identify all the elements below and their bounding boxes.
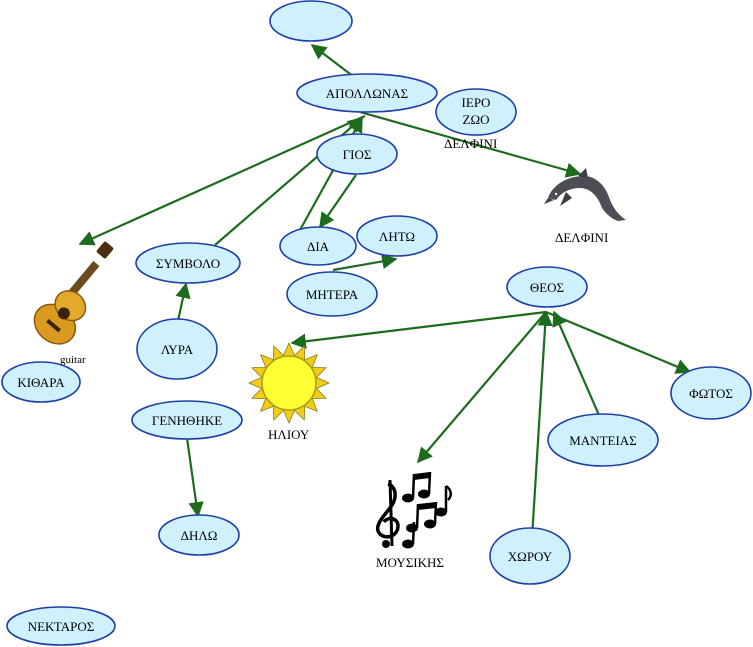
guitar-icon[interactable] — [26, 241, 114, 352]
node-gios-label: ΓΙΟΣ — [343, 147, 372, 162]
node-lito[interactable]: ΛΗΤΩ — [356, 215, 438, 257]
node-theos-label: ΘΕΟΣ — [530, 280, 564, 295]
node-nektaros[interactable]: ΝΕΚΤΑΡΟΣ — [6, 606, 116, 646]
node-iero-zoo-label-line1: ΙΕΡΟ — [462, 95, 491, 110]
edge-theos-fotos — [545, 310, 692, 374]
edge-chorou-theos — [530, 310, 553, 539]
node-lyra[interactable]: ΛΥΡΑ — [136, 318, 218, 380]
node-mitera[interactable]: ΜΗΤΕΡΑ — [286, 271, 378, 317]
node-genithike[interactable]: ΓΕΝΗΘΗΚΕ — [131, 400, 243, 440]
edges — [78, 44, 692, 539]
music-notes-icon[interactable] — [375, 471, 452, 549]
guitar-caption: guitar — [60, 354, 86, 366]
node-empty[interactable] — [269, 0, 353, 42]
node-dilo[interactable]: ΔΗΛΩ — [158, 514, 240, 556]
node-symvolo[interactable]: ΣΥΜΒΟΛΟ — [135, 242, 241, 284]
dolphin-caption: ΔΕΛΦΙΝΙ — [555, 230, 608, 245]
dolphin-icon[interactable] — [544, 168, 626, 221]
node-chorou-label: ΧΩΡΟΥ — [508, 549, 553, 564]
edge-theos-sun — [290, 310, 547, 349]
node-manteias[interactable]: ΜΑΝΤΕΙΑΣ — [547, 413, 659, 467]
edge-label-delfini: ΔΕΛΦΙΝΙ — [444, 136, 497, 151]
node-kithara-label: ΚΙΘΑΡΑ — [17, 375, 65, 390]
node-dilo-label: ΔΗΛΩ — [181, 528, 218, 543]
sun-icon[interactable] — [248, 342, 330, 424]
node-iero-zoo[interactable]: ΙΕΡΟ ΖΩΟ — [435, 88, 517, 136]
node-theos[interactable]: ΘΕΟΣ — [506, 266, 588, 308]
edge-theos-music — [417, 311, 547, 464]
node-fotos[interactable]: ΦΩΤΟΣ — [670, 366, 752, 420]
node-genithike-label: ΓΕΝΗΘΗΚΕ — [152, 413, 222, 428]
node-symvolo-label: ΣΥΜΒΟΛΟ — [156, 256, 220, 271]
node-nektaros-label: ΝΕΚΤΑΡΟΣ — [28, 619, 95, 634]
node-manteias-label: ΜΑΝΤΕΙΑΣ — [569, 433, 637, 448]
node-lyra-label: ΛΥΡΑ — [161, 342, 194, 357]
edge-apollonas-guitar — [78, 114, 366, 246]
edge-gios-dia — [319, 174, 357, 229]
node-lito-label: ΛΗΤΩ — [379, 229, 415, 244]
edge-genithike-dilo — [185, 437, 204, 518]
node-chorou[interactable]: ΧΩΡΟΥ — [489, 527, 571, 585]
node-gios[interactable]: ΓΙΟΣ — [316, 133, 398, 175]
edge-apollonas-delfini — [359, 110, 582, 178]
sun-caption: ΗΛΙΟΥ — [268, 427, 310, 442]
node-kithara[interactable]: ΚΙΘΑΡΑ — [1, 361, 81, 403]
node-fotos-label: ΦΩΤΟΣ — [689, 386, 733, 401]
node-iero-zoo-label-line2: ΖΩΟ — [463, 112, 490, 127]
edge-mitera-lito — [332, 253, 398, 272]
node-dia-label: ΔΙΑ — [307, 239, 330, 254]
node-dia[interactable]: ΔΙΑ — [279, 226, 357, 266]
node-mitera-label: ΜΗΤΕΡΑ — [306, 287, 359, 302]
node-apollonas-label: ΑΠΟΛΛΩΝΑΣ — [326, 86, 408, 101]
node-apollonas[interactable]: ΑΠΟΛΛΩΝΑΣ — [296, 73, 438, 113]
edge-manteias-theos — [552, 310, 604, 423]
music-caption: ΜΟΥΣΙΚΗΣ — [376, 555, 444, 570]
